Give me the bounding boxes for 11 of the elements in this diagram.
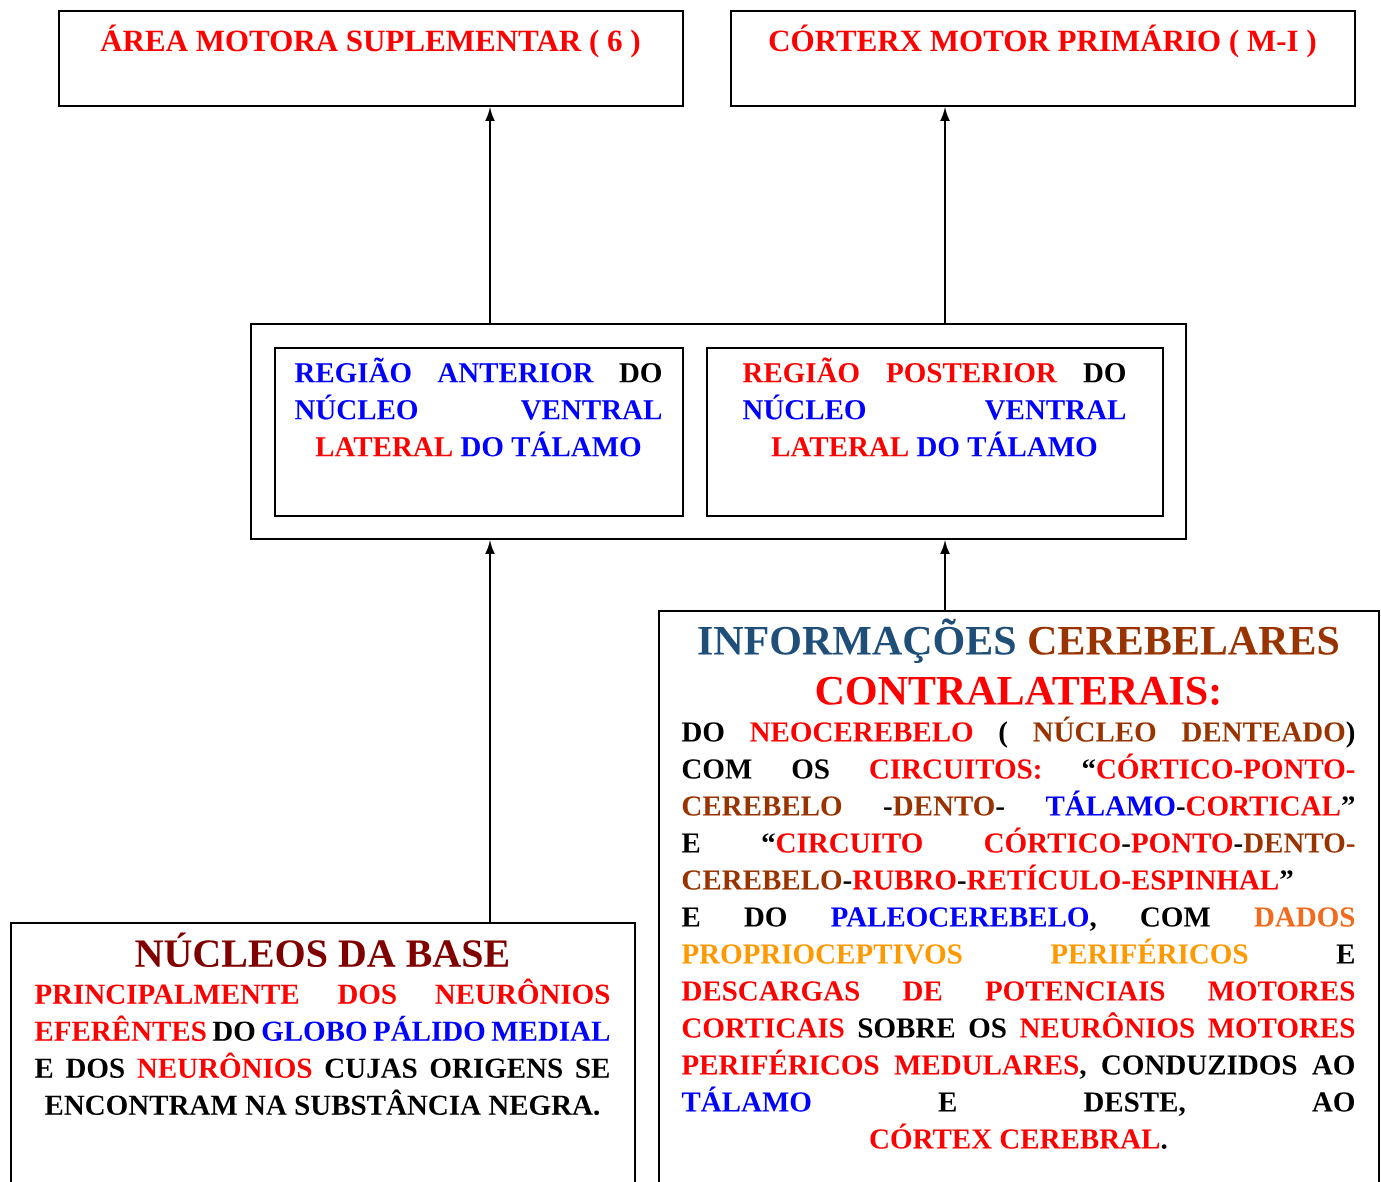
group-box	[250, 323, 1188, 540]
info-box: NÚCLEOS DA BASE PRINCIPALMENTE DOS NEURÔNIOS EFERÊNTES DO GLOBO PÁLIDO MEDIAL E DOS NEURÔNIOS CUJAS ORIGENS SE ENCONTRAM NA SUBSTÂNCIA NEGRA.	[10, 922, 636, 1182]
region-box: REGIÃO POSTERIOR DO NÚCLEO VENTRAL LATERAL DO TÁLAMO	[706, 347, 1164, 517]
arrow	[940, 110, 950, 324]
info-box: INFORMAÇÕES CEREBELARES CONTRALATERAIS: DO NEOCEREBELO ( NÚCLEO DENTEADO) COM OS CIRCUITOS: “CÓRTICO-PONTO- CEREBELO -DENTO- TÁLAMO-CORTICAL” E “CIRCUITO CÓRTICO-PONTO-DENTO-CEREBELO-RUBRO-RETÍCULO-ESPINHAL” E DO PALEOCEREBELO, COM DADOS PROPRIOCEPTIVOS PERIFÉRICOS E DESCARGAS DE POTENCIAIS MOTORES CORTICAIS SOBRE OS NEURÔNIOS MOTORES PERIFÉRICOS MEDULARES, CONDUZIDOS AO TÁLAMO E DESTE, AO CÓRTEX CEREBRAL.	[658, 610, 1380, 1182]
region-box: REGIÃO ANTERIOR DO NÚCLEO VENTRAL LATERAL DO TÁLAMO	[274, 347, 684, 517]
arrow	[485, 543, 495, 923]
arrow	[485, 110, 495, 324]
area-box: CÓRTERX MOTOR PRIMÁRIO ( M-I )	[730, 10, 1356, 107]
arrow	[940, 543, 950, 611]
area-box: ÁREA MOTORA SUPLEMENTAR ( 6 )	[58, 10, 684, 107]
